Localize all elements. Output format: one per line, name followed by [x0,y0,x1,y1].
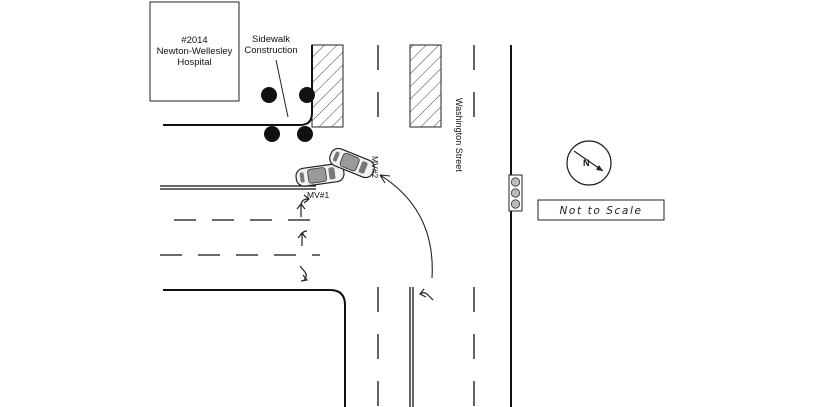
curb-lower-left [163,289,346,407]
hospital-label-line2: Newton-Wellesley [157,46,233,57]
scale-note-text: Not to Scale [559,205,642,217]
main-street-centerline [409,287,414,407]
lane-arrows [296,194,434,301]
sidewalk-construction-callout: Sidewalk Construction [244,34,298,118]
hatched-sidewalk-left [311,44,344,128]
barrel [264,126,280,142]
hatched-areas [311,44,442,128]
road-edges [163,45,512,407]
lane-arrow-through [297,230,308,246]
main-street-lane-dashes [377,45,475,407]
construction-barrels [261,87,315,142]
signal-lamp-yellow [510,188,521,198]
curb-upper-left [163,45,313,126]
vehicle-path [379,174,433,279]
vehicle-label-mv2: MV#2 [370,156,380,178]
signal-lamp-red [510,177,521,187]
construction-label-line2: Construction [244,45,297,56]
hatched-median-right [409,44,442,128]
construction-label-line1: Sidewalk [252,34,290,45]
north-label: N [583,158,590,168]
construction-leader-line [275,59,289,118]
lane-arrow-right [299,265,309,282]
vehicle-label-mv1: MV#1 [307,190,329,200]
north-arrow: N [566,140,612,186]
hospital-building: #2014 Newton-Wellesley Hospital [149,1,240,102]
barrel [297,126,313,142]
traffic-signal [508,174,523,212]
side-street-centerline [160,185,316,190]
signal-lamp-green [510,199,521,209]
vehicle-mv2 [329,147,375,179]
street-name-label: Washington Street [454,98,464,172]
north-arrow-circle [566,140,612,186]
lane-arrow-left-through [296,194,310,217]
scale-note: Not to Scale [537,199,665,221]
side-street-lane-dashes [160,219,320,256]
hospital-label-line3: Hospital [177,57,211,68]
barrel [261,87,277,103]
hospital-label-line1: #2014 [181,35,207,46]
vehicle-mv1 [295,163,345,187]
lane-arrow-left-turn [419,288,434,301]
